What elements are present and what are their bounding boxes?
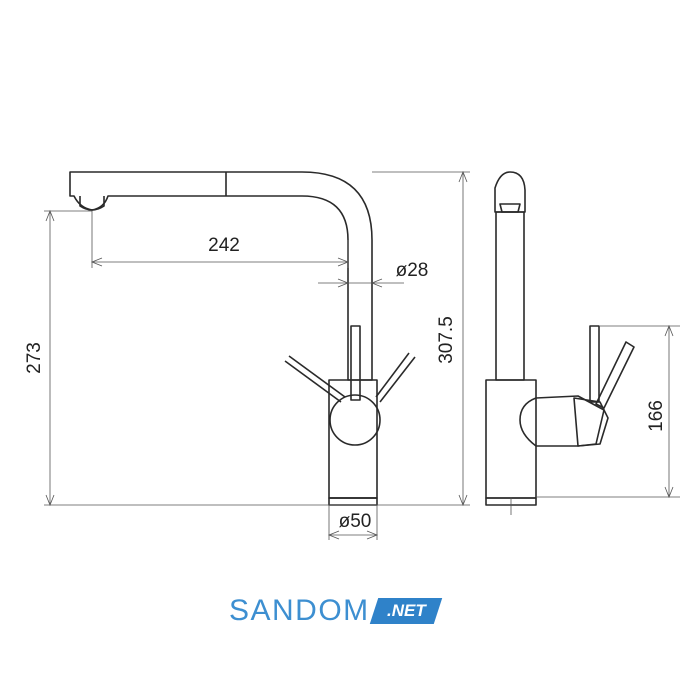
side-spout-head bbox=[494, 171, 526, 213]
brand-name: SANDOM bbox=[229, 594, 370, 627]
front-spout bbox=[69, 171, 373, 381]
dim-lever-height: 166 bbox=[646, 400, 667, 432]
front-lever-left-b bbox=[284, 360, 342, 403]
dim-body-diameter: ø28 bbox=[396, 260, 429, 281]
dim-spout-height: 273 bbox=[24, 342, 45, 374]
side-view bbox=[485, 171, 635, 506]
front-lever-right-b bbox=[379, 356, 416, 403]
dimension-lines bbox=[44, 170, 680, 540]
side-lever-upright bbox=[589, 325, 600, 403]
side-handle-housing bbox=[519, 395, 605, 447]
side-column bbox=[495, 211, 525, 381]
front-aerator bbox=[79, 196, 105, 211]
dim-spout-reach: 242 bbox=[208, 235, 240, 256]
side-aerator bbox=[499, 203, 521, 213]
front-view bbox=[69, 171, 416, 506]
dim-base-diameter: ø50 bbox=[339, 511, 372, 532]
front-lever-center bbox=[350, 325, 361, 401]
front-lever-right bbox=[375, 352, 410, 398]
dim-total-height: 307.5 bbox=[436, 316, 457, 364]
front-cartridge bbox=[329, 394, 381, 446]
front-base bbox=[328, 497, 378, 506]
side-lever-tilted bbox=[595, 341, 635, 409]
brand-logo: SANDOM .NET bbox=[229, 593, 442, 629]
brand-suffix-badge: .NET bbox=[369, 598, 442, 624]
front-lever-left bbox=[288, 355, 346, 398]
brand-suffix: .NET bbox=[386, 601, 426, 620]
side-handle-cap bbox=[573, 397, 609, 447]
